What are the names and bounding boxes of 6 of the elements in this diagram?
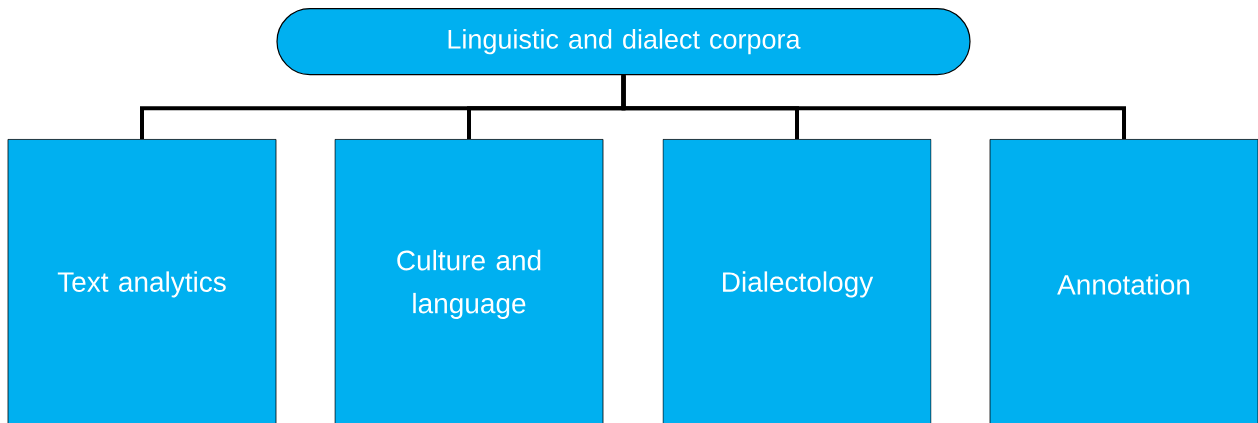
category-box: Annotation	[989, 139, 1258, 423]
category-box: Culture and language	[334, 139, 604, 423]
category-box: Dialectology	[662, 139, 932, 423]
category-box: Text analytics	[7, 139, 277, 423]
title-box: Linguistic and dialect corpora	[276, 8, 971, 76]
connector	[621, 75, 1126, 139]
